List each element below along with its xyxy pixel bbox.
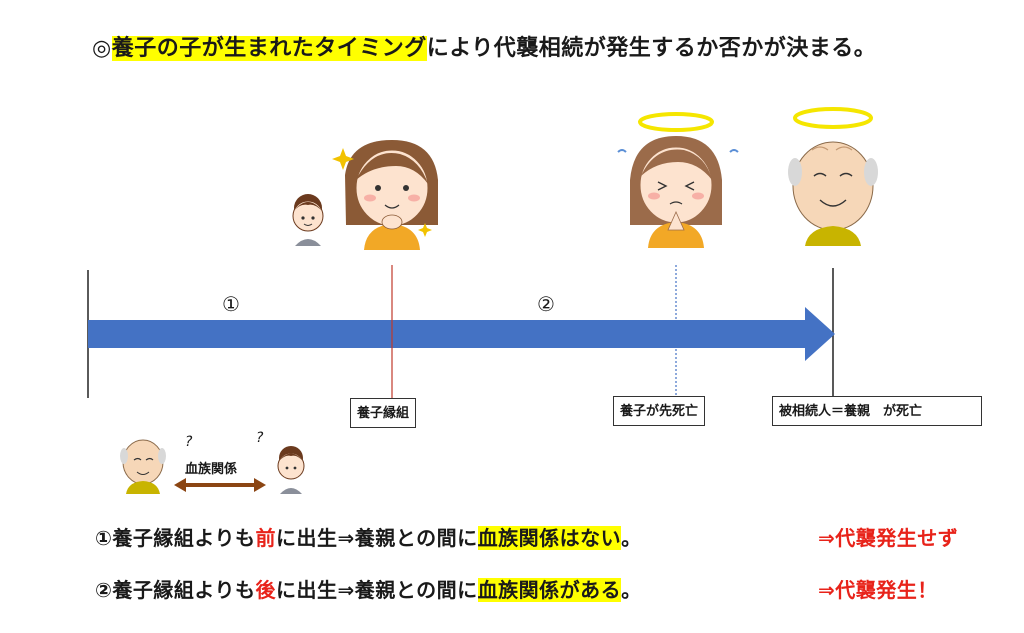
timeline-arrow — [88, 307, 835, 361]
page-title: ◎養子の子が生まれたタイミングにより代襲相続が発生するか否かが決まる。 — [92, 30, 876, 62]
statement-2-part1: ②養子縁組よりも — [95, 578, 256, 602]
title-highlight: 養子の子が生まれたタイミング — [111, 36, 427, 61]
period-1-label: ① — [222, 292, 240, 316]
statement-2-result: ⇒代襲発生！ — [818, 578, 938, 602]
statement-1-part1: ①養子縁組よりも — [95, 526, 256, 550]
statement-1-part2: に出生⇒養親との間に — [276, 526, 478, 550]
child-illustration — [292, 194, 324, 246]
period-2-label: ② — [537, 292, 555, 316]
statement-1: ①養子縁組よりも前に出生⇒養親との間に血族関係はない。 — [95, 522, 642, 551]
statement-2-emphasis: 後 — [255, 578, 277, 602]
statement-2: ②養子縁組よりも後に出生⇒養親との間に血族関係がある。 — [95, 574, 642, 603]
relation-elder-illustration — [120, 439, 166, 494]
adoptee-illustration — [332, 140, 438, 250]
relation-question-left: ? — [185, 434, 193, 450]
statement-1-part3: 。 — [621, 526, 642, 550]
statement-1-highlight: 血族関係はない — [477, 526, 622, 550]
title-prefix: ◎ — [92, 36, 112, 61]
statement-1-emphasis: 前 — [255, 526, 277, 550]
relation-question-right: ? — [256, 430, 264, 446]
title-rest: により代襲相続が発生するか否かが決まる。 — [426, 36, 877, 61]
relation-double-arrow — [174, 478, 266, 492]
statement-2-part2: に出生⇒養親との間に — [276, 578, 478, 602]
adoption-event-box: 養子縁組 — [350, 398, 417, 428]
adoptee-death-event-box: 養子が先死亡 — [613, 396, 706, 426]
relation-child-illustration — [277, 446, 305, 494]
statement-2-part3: 。 — [621, 578, 642, 602]
relation-label: 血族関係 — [185, 462, 238, 477]
statement-2-highlight: 血族関係がある — [477, 578, 622, 602]
statement-1-result: ⇒代襲発生せず — [818, 526, 959, 550]
deceased-adoptee-illustration — [617, 112, 739, 248]
decedent-death-event-box: 被相続人＝養親 が死亡 — [772, 396, 982, 426]
adoptive-parent-illustration — [788, 107, 878, 246]
